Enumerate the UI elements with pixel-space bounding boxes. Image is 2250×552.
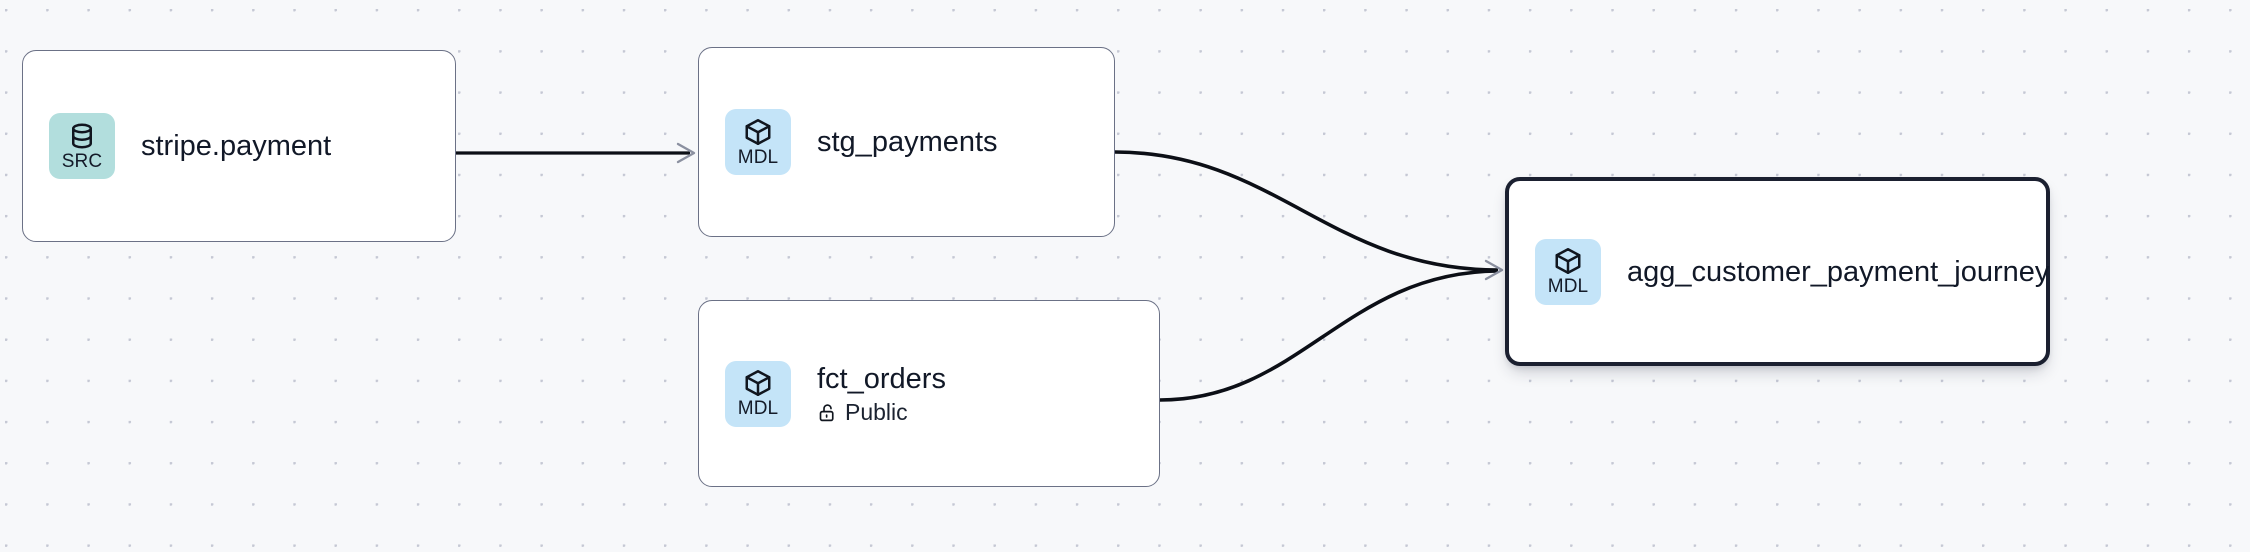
badge-label: MDL [1547,276,1589,297]
node-stripe-payment[interactable]: SRC stripe.payment [22,50,456,242]
node-body: stg_payments [817,125,998,159]
node-type-badge-mdl: MDL [1535,238,1601,305]
database-icon [72,123,92,148]
unlock-icon [819,403,834,421]
node-type-badge-mdl: MDL [725,109,791,175]
node-type-badge-mdl: MDL [725,360,791,427]
edge-fct-orders-to-agg-customer-payment-journey [1159,269,1499,402]
node-visibility: Public [817,399,946,426]
badge-label: MDL [737,146,779,168]
node-type-badge-src: SRC [49,113,115,179]
edge-arrowhead-agg-customer-payment-journey [1484,259,1504,281]
cube-icon [1555,248,1581,274]
node-body: fct_orders Public [817,362,946,426]
badge-label: MDL [737,398,779,419]
node-title: stripe.payment [141,130,332,162]
node-agg-customer-payment-journey[interactable]: MDL agg_customer_payment_journey [1505,177,2050,366]
cube-icon [745,118,771,145]
node-body: stripe.payment [141,129,331,163]
edge-stg-payments-to-agg-customer-payment-journey [1114,150,1499,272]
node-body: agg_customer_payment_journey [1627,255,2049,289]
node-title: agg_customer_payment_journey [1627,255,2050,288]
node-title: fct_orders [817,362,946,395]
node-title: stg_payments [817,126,998,158]
cube-icon [745,370,771,396]
badge-label: SRC [61,150,103,172]
node-visibility-label: Public [845,398,908,425]
node-stg-payments[interactable]: MDL stg_payments [698,47,1115,237]
edge-arrowhead-stg-payments [676,142,696,164]
node-fct-orders[interactable]: MDL fct_orders Public [698,300,1160,487]
